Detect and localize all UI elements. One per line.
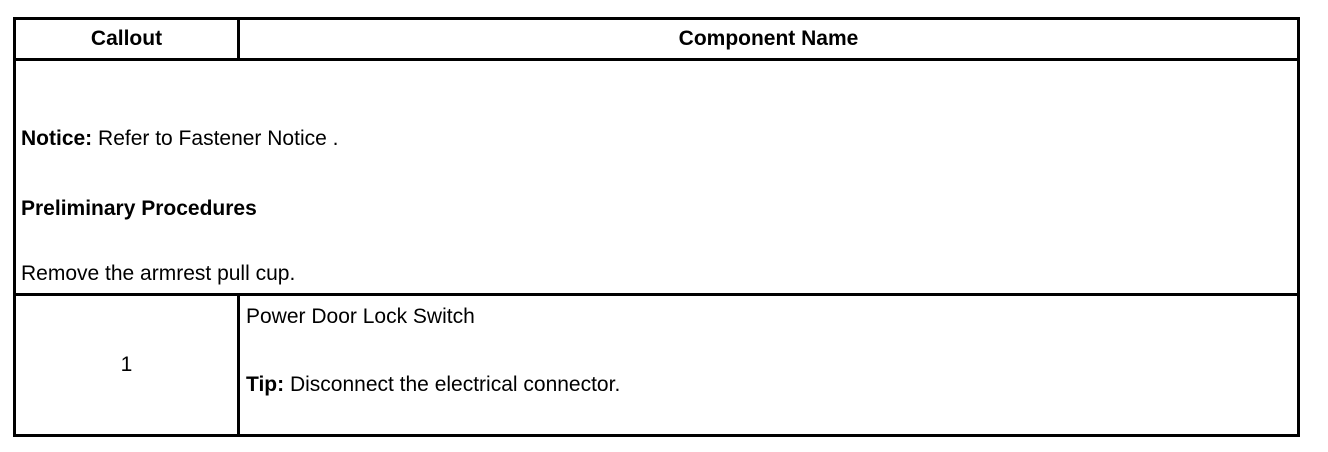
component-name-column-header: Component Name: [678, 27, 859, 50]
table-row: 1 Power Door Lock Switch Tip: Disconnect…: [16, 296, 1297, 434]
notice-row: Notice: Refer to Fastener Notice . Preli…: [16, 61, 1297, 296]
tip-label: Tip:: [246, 373, 285, 396]
component-name: Power Door Lock Switch: [246, 305, 475, 328]
notice-body: Refer to Fastener Notice .: [92, 127, 339, 150]
component-tip: Tip: Disconnect the electrical connector…: [246, 373, 620, 397]
callout-column-header: Callout: [16, 20, 240, 58]
notice-label: Notice:: [21, 127, 93, 150]
component-table: Callout Component Name Notice: Refer to …: [13, 17, 1300, 437]
preliminary-procedure-step: Remove the armrest pull cup.: [21, 262, 296, 285]
notice-text: Notice: Refer to Fastener Notice .: [21, 127, 338, 151]
tip-body: Disconnect the electrical connector.: [284, 373, 621, 396]
component-cell: Power Door Lock Switch Tip: Disconnect t…: [240, 296, 1297, 434]
callout-number: 1: [16, 296, 240, 434]
table-header-row: Callout Component Name: [16, 20, 1297, 61]
preliminary-procedures-heading: Preliminary Procedures: [21, 197, 257, 220]
